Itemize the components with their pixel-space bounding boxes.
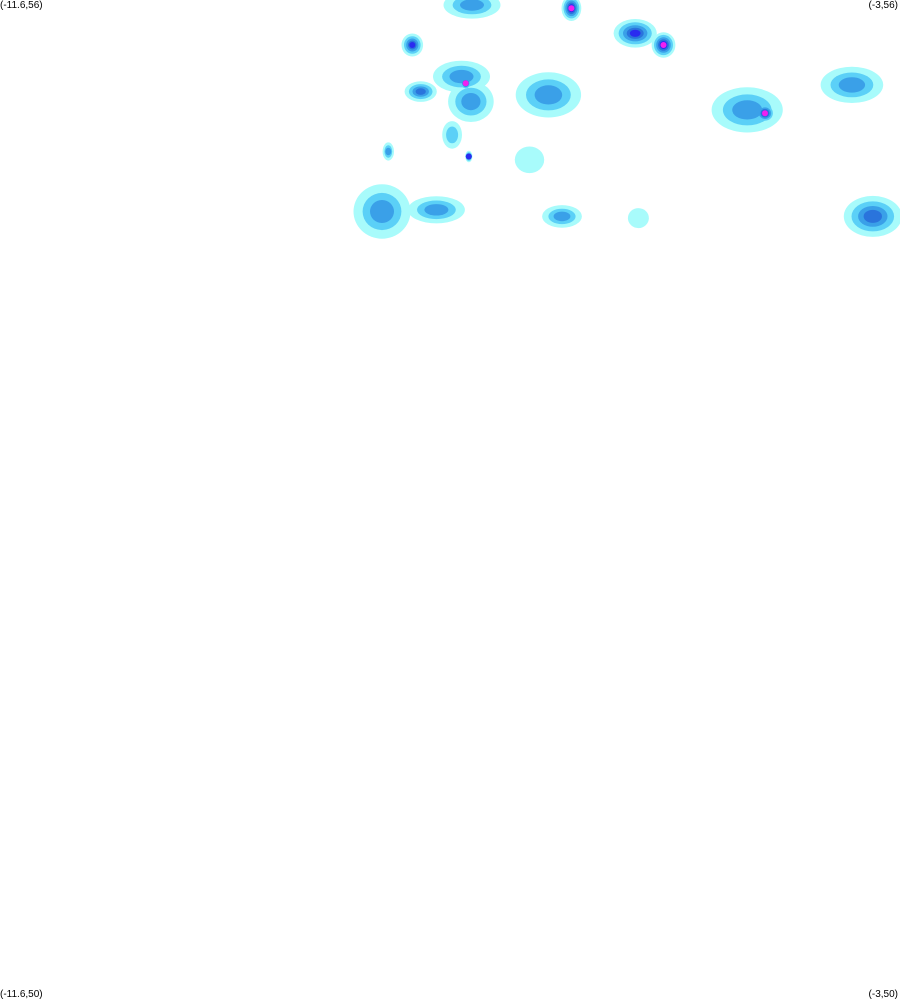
precipitation-echo-layer	[354, 0, 900, 239]
precip-cell-5-moderate	[450, 70, 474, 83]
precip-cell-17-moderate	[424, 204, 448, 215]
precip-cell-6-extreme	[463, 80, 469, 86]
precip-cell-14-light	[446, 126, 458, 143]
precip-cell-20-heavy	[864, 210, 882, 223]
precip-cell-16-moderate	[370, 200, 394, 223]
precip-cell-11-moderate	[839, 77, 865, 92]
precip-cell-13-moderate	[385, 148, 391, 156]
corner-coordinate-top-right: (-3,56)	[869, 0, 898, 12]
corner-coordinate-bottom-right: (-3,50)	[869, 989, 898, 1001]
precip-cell-8-moderate	[461, 93, 480, 110]
precip-cell-7-moderate	[535, 85, 563, 104]
precip-cell-2-very_heavy	[630, 30, 641, 37]
precip-cell-4-very_heavy	[409, 42, 415, 48]
precip-cell-10-extreme	[762, 110, 768, 116]
precip-cell-19-very_light	[628, 208, 649, 228]
precip-cell-12-heavy	[416, 88, 426, 95]
precip-cell-15-very_light	[515, 147, 544, 174]
precip-cell-21-very_heavy	[466, 154, 472, 160]
precip-cell-18-moderate	[554, 212, 571, 222]
corner-coordinate-top-left: (-11.6,56)	[0, 0, 43, 12]
precip-cell-3-extreme	[661, 42, 667, 48]
precip-cell-1-extreme	[568, 5, 574, 11]
precip-cell-9-moderate	[732, 100, 762, 119]
corner-coordinate-bottom-left: (-11.6,50)	[0, 989, 43, 1001]
